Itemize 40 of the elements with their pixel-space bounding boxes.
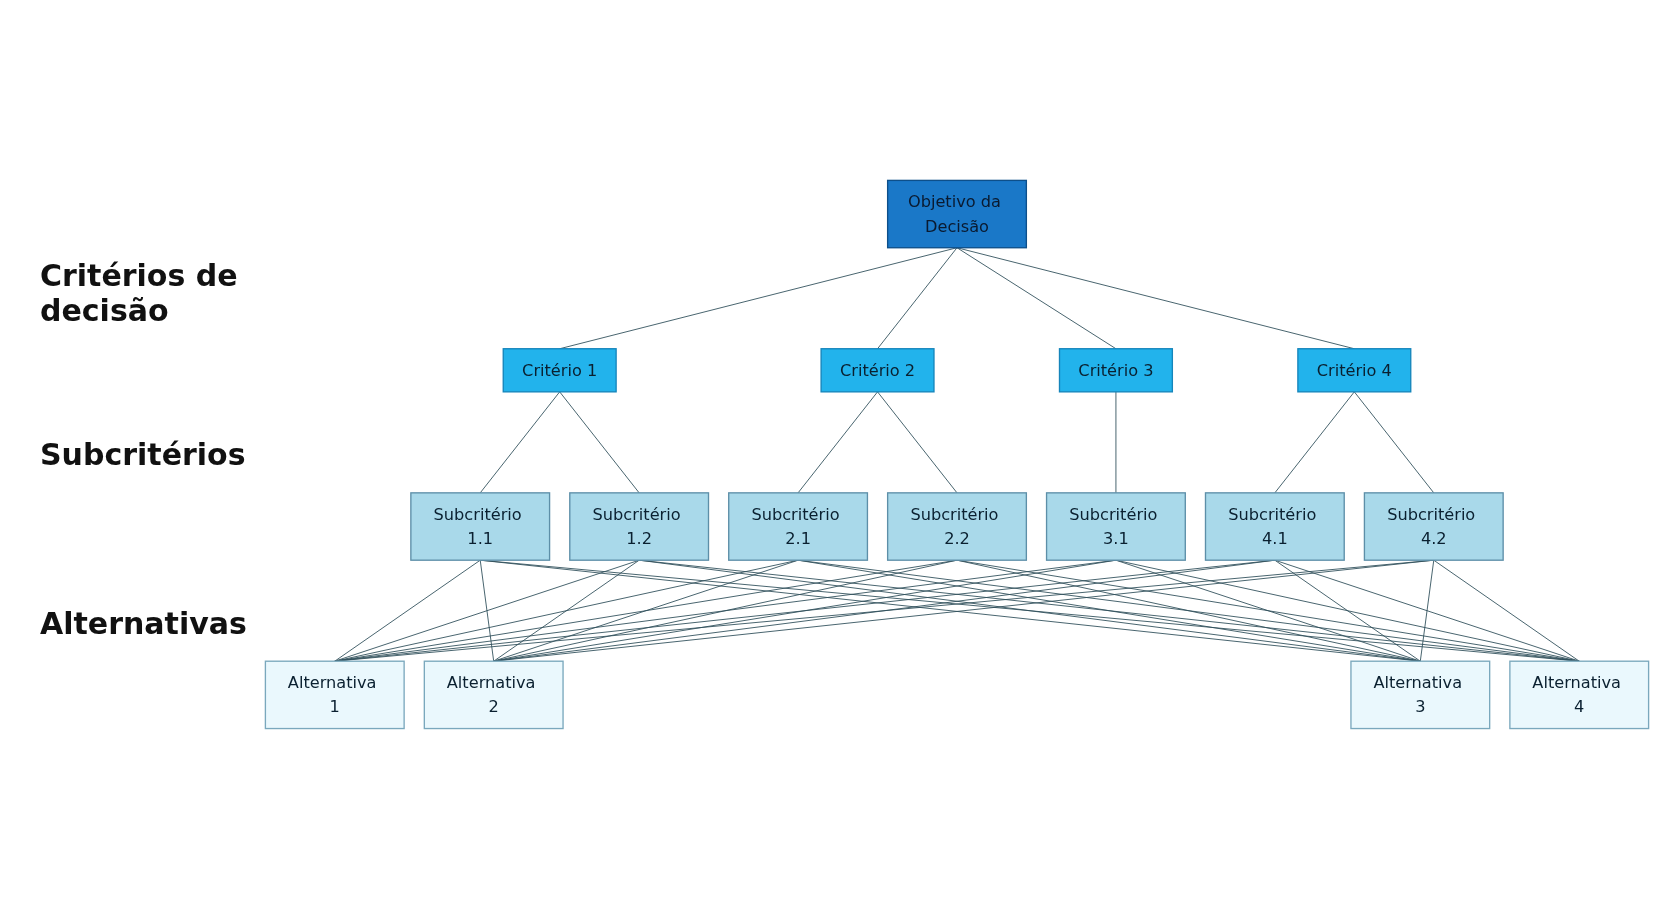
node-box: Alternativa 1: [264, 660, 405, 729]
node-box: Subcritério 1.1: [410, 491, 551, 561]
node-box: Alternativa 3: [1350, 660, 1491, 729]
node-box: Subcritério 4.2: [1363, 491, 1504, 561]
node-box: Subcritério 2.2: [886, 491, 1028, 561]
connector: [1419, 559, 1435, 662]
connector: [1115, 559, 1421, 662]
connector: [1274, 559, 1580, 662]
node-box: Critério 4: [1297, 347, 1412, 393]
node-box: Objetivo da Decisão: [886, 179, 1028, 248]
level-label: Subcritérios: [40, 437, 247, 473]
node-box: Alternativa 4: [1509, 660, 1650, 729]
node-box: Subcritério 3.1: [1045, 491, 1186, 561]
connector: [559, 390, 640, 493]
node-box: Critério 3: [1058, 347, 1174, 393]
connector: [493, 559, 640, 662]
connector: [479, 559, 495, 662]
connector: [1433, 559, 1580, 662]
node-box: Subcritério 2.1: [728, 491, 869, 561]
connector: [1353, 390, 1435, 493]
node-box: Critério 2: [820, 347, 935, 393]
connector: [1274, 559, 1421, 662]
connector: [334, 559, 640, 662]
connector: [1115, 390, 1117, 493]
connector: [797, 390, 878, 493]
node-box: Subcritério 1.2: [569, 491, 710, 561]
connector: [334, 559, 481, 662]
connector: [877, 390, 958, 493]
level-label: Critérios de decisão: [40, 258, 239, 329]
node-box: Alternativa 2: [423, 660, 564, 729]
connector: [1115, 559, 1580, 662]
connector: [1274, 390, 1355, 493]
connector: [956, 246, 1117, 349]
level-label: Alternativas: [40, 605, 248, 641]
connector: [334, 559, 799, 662]
connector: [493, 559, 799, 662]
node-box: Critério 1: [502, 347, 617, 393]
node-box: Subcritério 4.1: [1204, 491, 1345, 561]
connector: [479, 390, 561, 493]
connector: [877, 246, 958, 349]
